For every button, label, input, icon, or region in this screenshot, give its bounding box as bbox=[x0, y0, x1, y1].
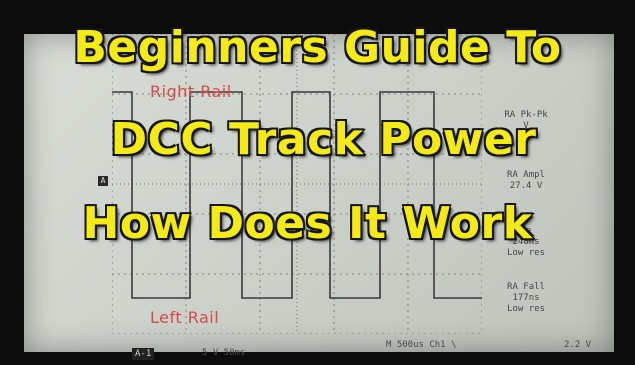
title-line-3: How Does It Work bbox=[81, 197, 533, 251]
measurement-value: 248ns bbox=[512, 237, 540, 247]
title-line-2: DCC Track Power bbox=[109, 113, 537, 167]
measurement-name: RA Ampl bbox=[507, 170, 545, 180]
measurement-pk-pk: RA Pk-Pk V bbox=[494, 110, 558, 132]
measurement-value: 177ns bbox=[512, 293, 540, 303]
right-rail-label: Right Rail bbox=[150, 82, 232, 101]
left-rail-label: Left Rail bbox=[150, 308, 220, 327]
measurement-note: Low res bbox=[507, 248, 545, 258]
measurement-amplitude: RA Ampl 27.4 V bbox=[494, 170, 558, 192]
measurement-fall: RA Fall 177ns Low res bbox=[494, 282, 558, 315]
measurement-note: Low res bbox=[507, 304, 545, 314]
measurement-name: se bbox=[520, 226, 532, 236]
oscilloscope-screen bbox=[24, 34, 614, 352]
square-waveform bbox=[112, 91, 482, 299]
title-line-1: Beginners Guide To bbox=[72, 21, 562, 75]
timebase-readout: M 500us Ch1 \ bbox=[386, 340, 457, 350]
measurement-name: RA Pk-Pk bbox=[504, 110, 548, 120]
channel-marker: A bbox=[98, 176, 108, 186]
measurement-name: RA Fall bbox=[507, 282, 545, 292]
measurement-rise: se 248ns Low res bbox=[494, 226, 558, 259]
channel-tag: A-1 bbox=[132, 348, 155, 360]
trigger-level-readout: 2.2 V bbox=[564, 340, 592, 350]
waveform-grid bbox=[112, 34, 482, 334]
measurement-value: 27.4 V bbox=[509, 181, 543, 191]
measurement-value: V bbox=[523, 121, 529, 131]
vertical-scale-readout: 5 V 50ms bbox=[202, 348, 246, 358]
